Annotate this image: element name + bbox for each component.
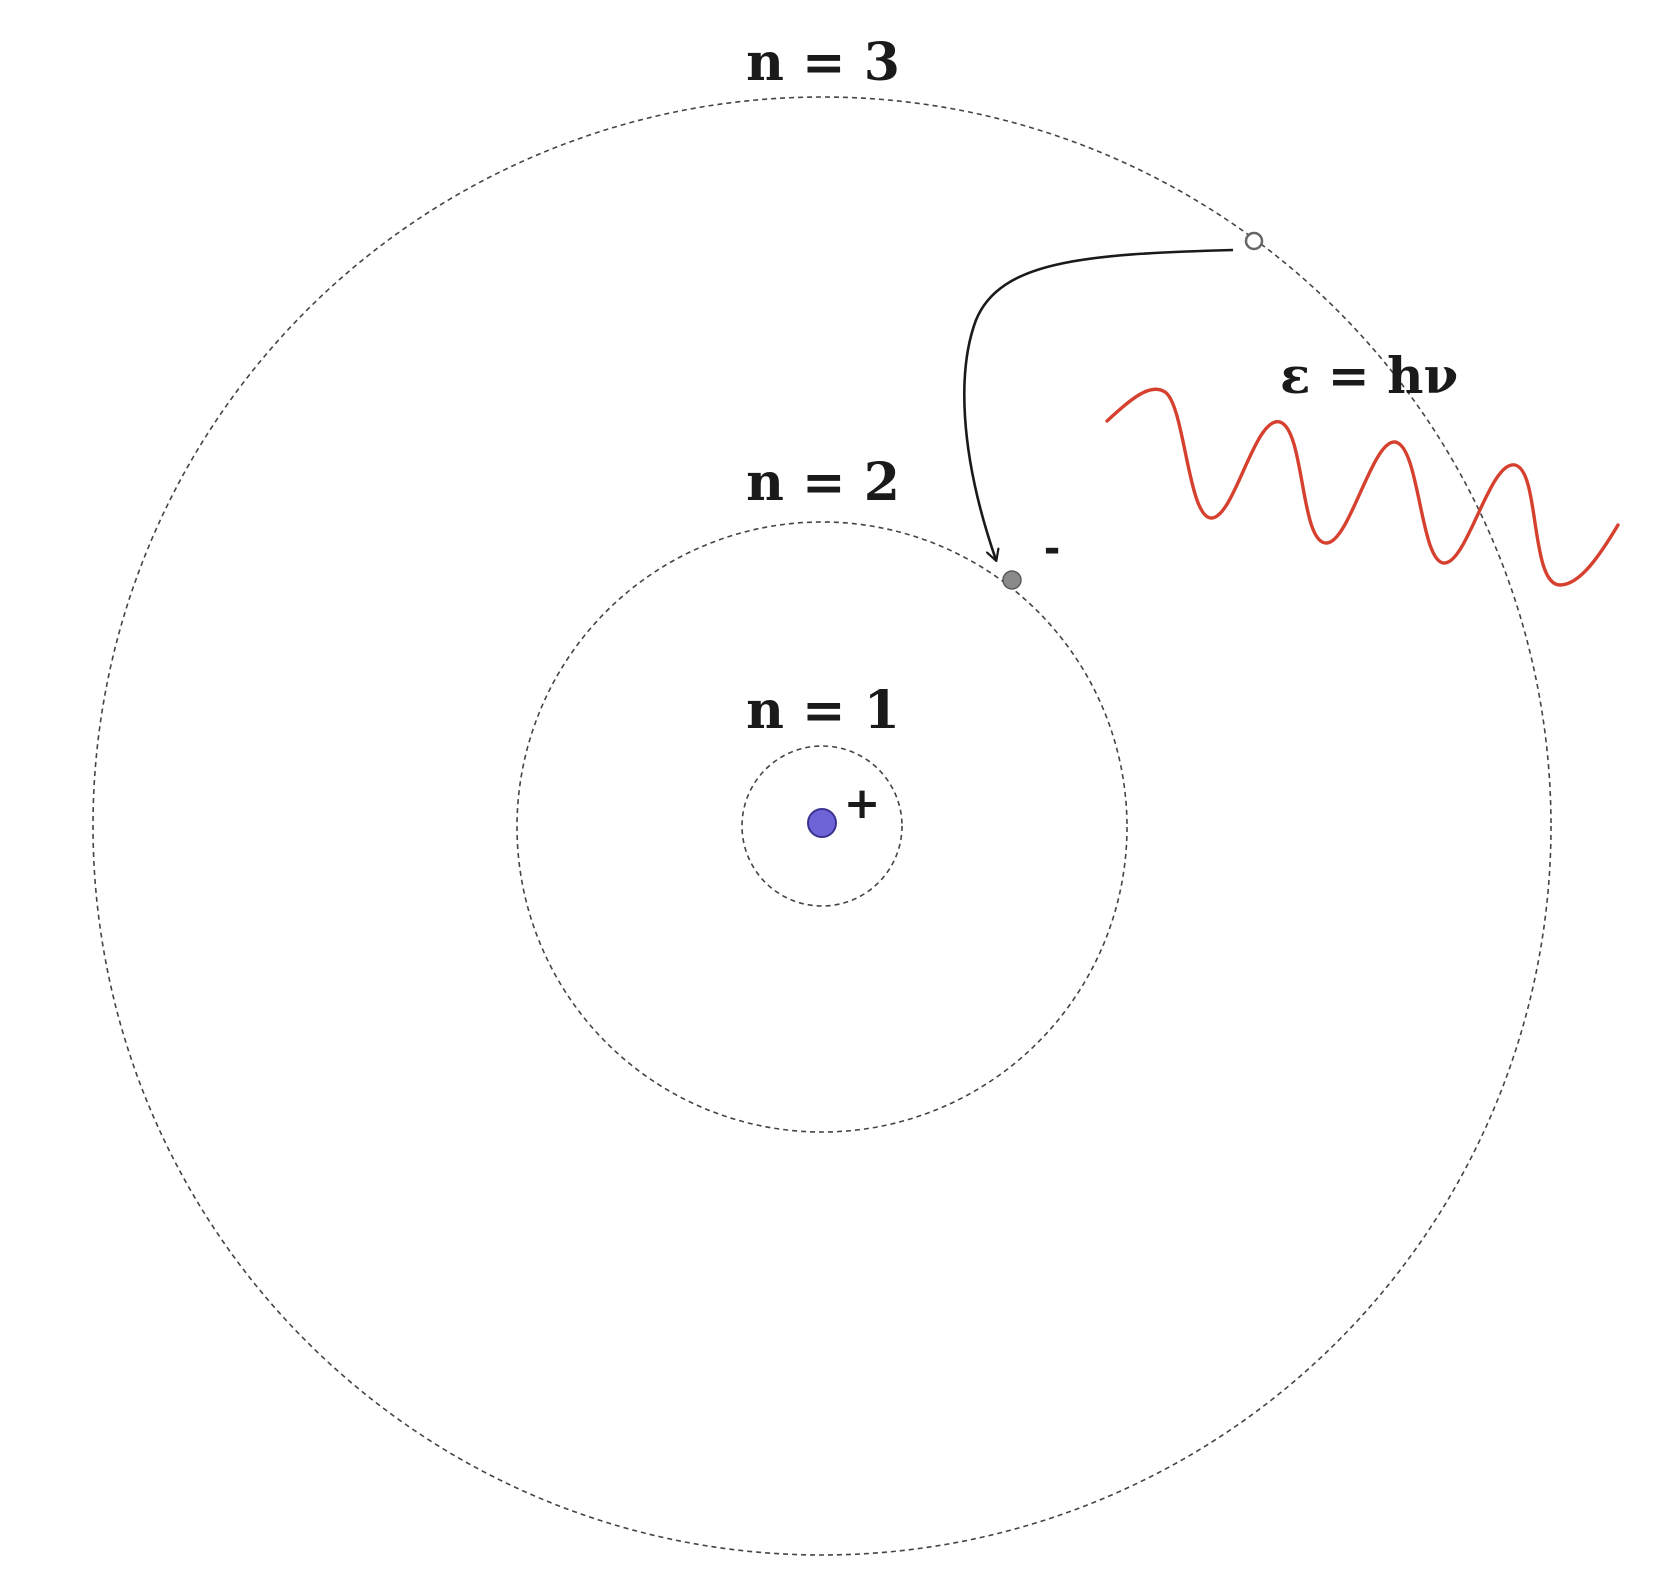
photon-energy-equation: ε = hν	[1280, 346, 1458, 405]
electron-charge-label: -	[1044, 526, 1061, 572]
nucleus	[807, 808, 837, 838]
orbit-label-n1: n = 1	[746, 680, 900, 741]
orbit-n1	[741, 745, 903, 907]
electron	[1002, 570, 1022, 590]
transition-arrow	[963, 248, 1234, 560]
orbit-label-n2: n = 2	[746, 452, 900, 513]
excited-electron-position	[1244, 231, 1264, 251]
orbit-n2	[516, 521, 1128, 1133]
nucleus-charge-label: +	[844, 778, 881, 829]
photon-wave	[1105, 387, 1620, 587]
orbit-n3	[92, 96, 1552, 1556]
orbit-label-n3: n = 3	[746, 32, 900, 93]
